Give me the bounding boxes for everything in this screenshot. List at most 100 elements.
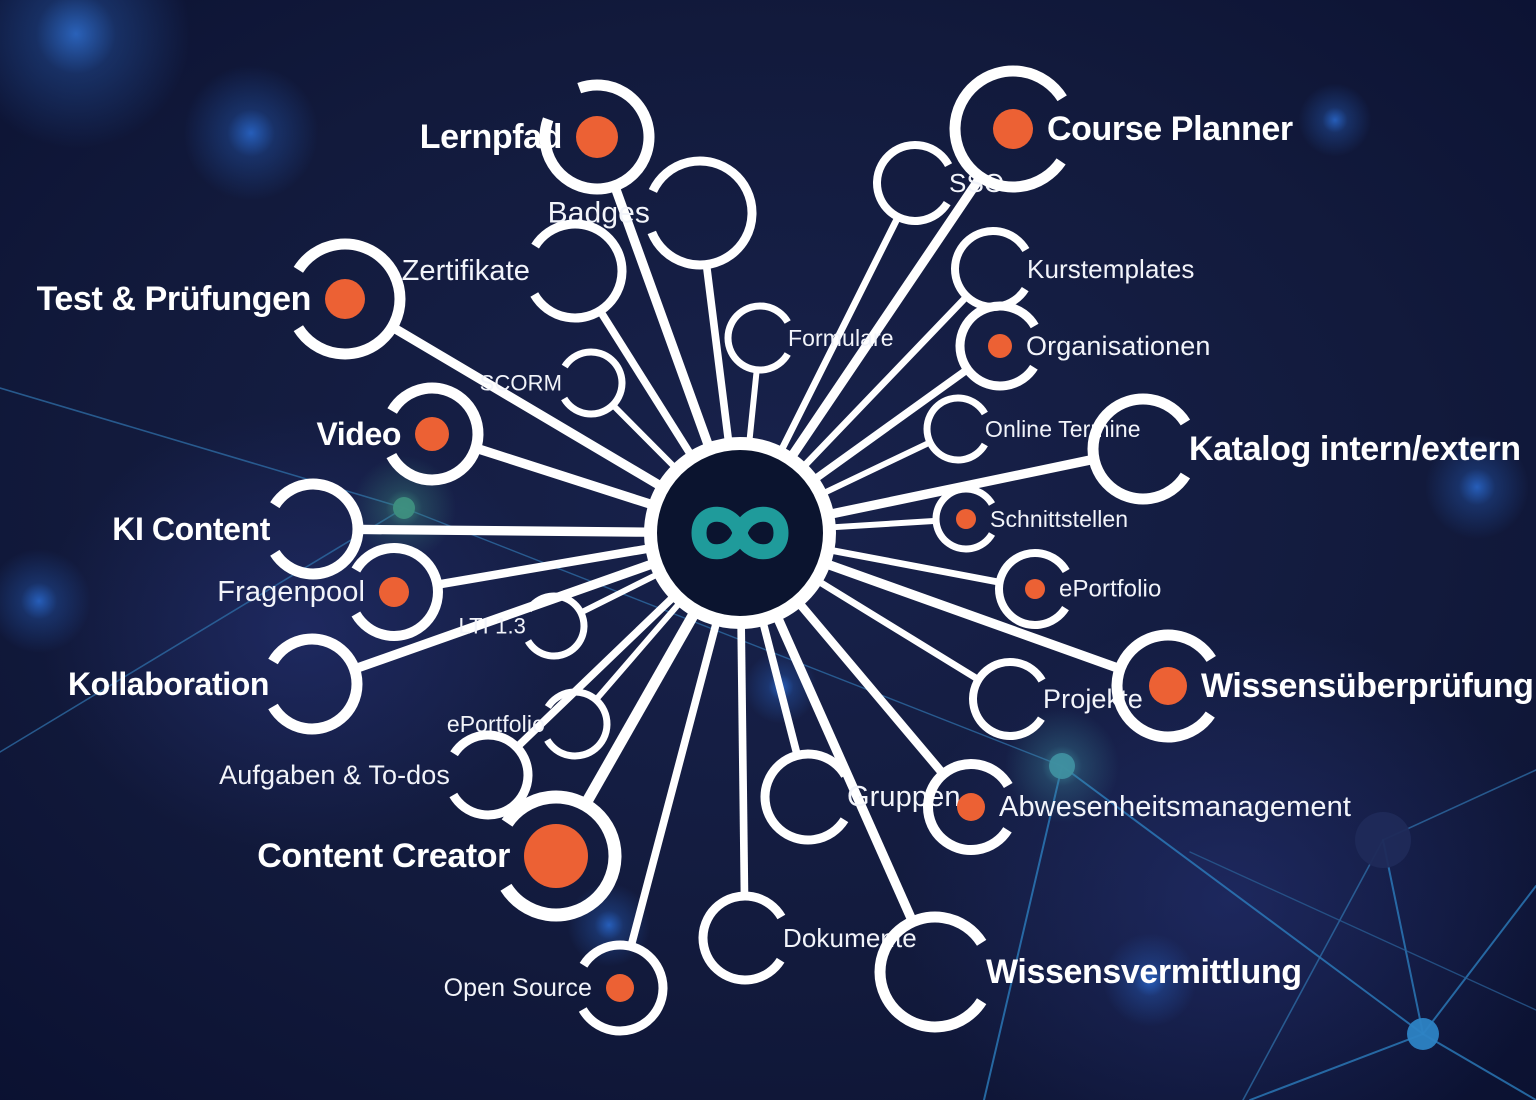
- spoke-wissensueberpruefung: [826, 560, 1118, 672]
- node-dot-organisationen: [988, 334, 1012, 358]
- node-ki-content[interactable]: KI Content: [112, 478, 364, 580]
- spoke-eportfolio-left: [595, 602, 681, 700]
- spoke-aufgaben-todos: [516, 595, 675, 748]
- node-kollaboration[interactable]: Kollaboration: [68, 633, 363, 735]
- spoke-content-creator: [582, 611, 699, 804]
- node-aufgaben-todos[interactable]: Aufgaben & To-dos: [219, 730, 533, 820]
- network-line: [403, 507, 1063, 767]
- node-wissensueberpruefung[interactable]: Wissensüberprüfung: [1111, 629, 1534, 743]
- node-dot-fragenpool: [379, 577, 409, 607]
- node-label-schnittstellen: Schnittstellen: [990, 506, 1128, 532]
- node-open-source[interactable]: Open Source: [444, 940, 668, 1036]
- infinity-hub[interactable]: [644, 437, 836, 629]
- node-label-video: Video: [316, 416, 401, 452]
- node-eportfolio-right[interactable]: ePortfolio: [995, 549, 1161, 629]
- spoke-organisationen: [814, 368, 968, 482]
- spoke-fragenpool: [440, 544, 649, 589]
- node-ring-online-termine: [923, 394, 988, 464]
- network-line: [1422, 885, 1536, 1035]
- background-network-lines: [0, 387, 1536, 1100]
- node-dot-lernpfad: [576, 116, 618, 158]
- node-formulare[interactable]: Formulare: [724, 302, 894, 374]
- node-ring-ki-content: [270, 478, 364, 580]
- node-label-lernpfad: Lernpfad: [420, 118, 562, 156]
- node-ring-fragenpool: [351, 543, 443, 641]
- glow-dot: [183, 65, 319, 201]
- node-dot-eportfolio-right: [1025, 579, 1045, 599]
- network-node: [393, 497, 415, 519]
- node-organisationen[interactable]: Organisationen: [955, 301, 1211, 391]
- node-ring-lernpfad: [539, 79, 655, 195]
- node-online-termine[interactable]: Online Termine: [923, 394, 1141, 464]
- node-dot-wissensueberpruefung: [1149, 667, 1187, 705]
- network-node: [1049, 753, 1075, 779]
- node-label-fragenpool: Fragenpool: [217, 576, 365, 608]
- node-wissensvermittlung[interactable]: Wissensvermittlung: [874, 911, 1302, 1033]
- node-content-creator[interactable]: Content Creator: [257, 790, 622, 922]
- network-line: [1382, 769, 1536, 841]
- network-line: [0, 507, 405, 753]
- spoke-abwesenheitsmanagement: [797, 602, 945, 775]
- spoke-badges: [703, 267, 733, 441]
- spoke-course-planner: [788, 177, 983, 458]
- node-fragenpool[interactable]: Fragenpool: [217, 543, 443, 641]
- node-ring-video: [386, 382, 484, 486]
- node-katalog[interactable]: Katalog intern/extern: [1087, 393, 1521, 505]
- node-ring-badges: [647, 156, 757, 270]
- node-label-katalog: Katalog intern/extern: [1189, 430, 1521, 468]
- node-scorm[interactable]: SCORM: [480, 348, 626, 418]
- node-gruppen[interactable]: Gruppen: [760, 749, 961, 845]
- spoke-lines: [356, 177, 1118, 945]
- node-ring-zertifikate: [530, 219, 627, 323]
- glow-dot: [0, 0, 191, 149]
- node-dot-course-planner: [993, 109, 1033, 149]
- node-dot-schnittstellen: [956, 509, 976, 529]
- node-dot-test-pruefungen: [325, 279, 365, 319]
- spoke-dokumente: [737, 626, 749, 893]
- node-label-zertifikate: Zertifikate: [402, 255, 530, 287]
- node-label-gruppen: Gruppen: [847, 781, 961, 813]
- network-node: [1355, 812, 1411, 868]
- node-ring-content-creator: [500, 790, 622, 922]
- node-dot-content-creator: [524, 824, 588, 888]
- node-lti[interactable]: LTI 1.3: [458, 592, 588, 660]
- node-course-planner[interactable]: Course Planner: [949, 65, 1293, 193]
- node-schnittstellen[interactable]: Schnittstellen: [932, 485, 1128, 553]
- node-ring-kollaboration: [268, 633, 363, 735]
- node-abwesenheitsmanagement[interactable]: Abwesenheitsmanagement: [923, 759, 1351, 855]
- node-zertifikate[interactable]: Zertifikate: [402, 219, 627, 323]
- node-dot-open-source: [606, 974, 634, 1002]
- node-test-pruefungen[interactable]: Test & Prüfungen: [37, 238, 406, 360]
- spoke-sso: [778, 217, 900, 451]
- node-ring-scorm: [561, 348, 626, 418]
- node-ring-sso: [873, 141, 953, 225]
- node-ring-lti: [524, 592, 588, 660]
- glow-dot: [1103, 933, 1197, 1027]
- node-ring-eportfolio-left: [544, 688, 611, 760]
- spoke-kollaboration: [356, 559, 653, 673]
- network-line: [1249, 1033, 1424, 1100]
- network-line: [1382, 839, 1424, 1035]
- node-label-scorm: SCORM: [480, 371, 562, 396]
- spoke-test-pruefungen: [393, 324, 662, 490]
- node-ring-wissensueberpruefung: [1111, 629, 1216, 743]
- spoke-online-termine: [823, 440, 930, 496]
- node-ring-test-pruefungen: [293, 238, 406, 360]
- spoke-eportfolio-right: [831, 547, 998, 586]
- spoke-open-source: [628, 622, 720, 945]
- node-lernpfad[interactable]: Lernpfad: [420, 79, 655, 195]
- node-ring-abwesenheitsmanagement: [923, 759, 1013, 855]
- node-label-course-planner: Course Planner: [1047, 110, 1293, 148]
- spoke-lernpfad: [611, 187, 713, 447]
- node-eportfolio-left[interactable]: ePortfolio: [447, 688, 611, 760]
- node-video[interactable]: Video: [316, 382, 484, 486]
- node-dot-video: [415, 417, 449, 451]
- infinity-path: [691, 506, 789, 560]
- node-label-wissensvermittlung: Wissensvermittlung: [986, 953, 1302, 991]
- node-label-ki-content: KI Content: [112, 511, 270, 547]
- node-ring-dokumente: [698, 891, 786, 985]
- glow-dot: [1298, 83, 1372, 157]
- node-kurstemplates[interactable]: Kurstemplates: [951, 227, 1194, 311]
- infinity-icon: [691, 506, 789, 560]
